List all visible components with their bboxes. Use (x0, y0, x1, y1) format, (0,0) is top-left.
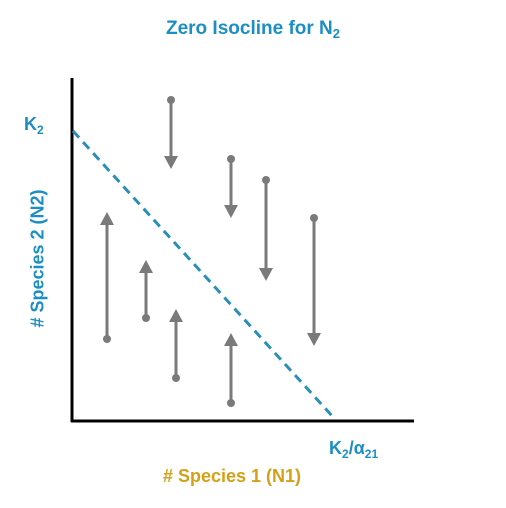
x-intercept-sub: 2 (342, 447, 349, 461)
arrow-down (164, 96, 178, 169)
x-axis-label: # Species 1 (N1) (162, 466, 302, 486)
arrow-origin-dot (262, 176, 270, 184)
arrow-head (164, 156, 178, 169)
arrow-head (259, 268, 273, 281)
arrow-origin-dot (172, 374, 180, 382)
arrow-origin-dot (167, 96, 175, 104)
isocline-line (71, 129, 336, 420)
arrow-head (307, 333, 321, 346)
arrow-origin-dot (227, 155, 235, 163)
title-sub: 2 (332, 26, 341, 41)
arrow-head (224, 205, 238, 218)
y-intercept-sub: 2 (37, 123, 44, 137)
arrow-down (259, 176, 273, 281)
diagram-title: Zero Isocline for N2 (0, 18, 506, 41)
arrow-head (224, 333, 238, 346)
arrow-head (100, 212, 114, 225)
arrow-origin-dot (310, 214, 318, 222)
arrow-origin-dot (227, 399, 235, 407)
arrow-head (169, 309, 183, 322)
arrow-up (139, 260, 153, 322)
arrow-head (139, 260, 153, 273)
y-intercept-main: K (24, 114, 37, 134)
x-intercept-div: /α (348, 438, 365, 458)
arrow-up (169, 309, 183, 382)
x-intercept-label: K2/α21 (329, 438, 378, 461)
trajectory-arrows (100, 96, 321, 407)
arrow-down (307, 214, 321, 346)
arrow-down (224, 155, 238, 218)
x-intercept-main: K (329, 438, 342, 458)
title-main: Zero Isocline for N (165, 18, 333, 39)
arrow-up (100, 212, 114, 343)
arrow-up (224, 333, 238, 407)
y-intercept-label: K2 (24, 114, 44, 137)
x-intercept-sub2: 21 (364, 447, 379, 461)
arrow-origin-dot (142, 314, 150, 322)
arrow-origin-dot (103, 335, 111, 343)
